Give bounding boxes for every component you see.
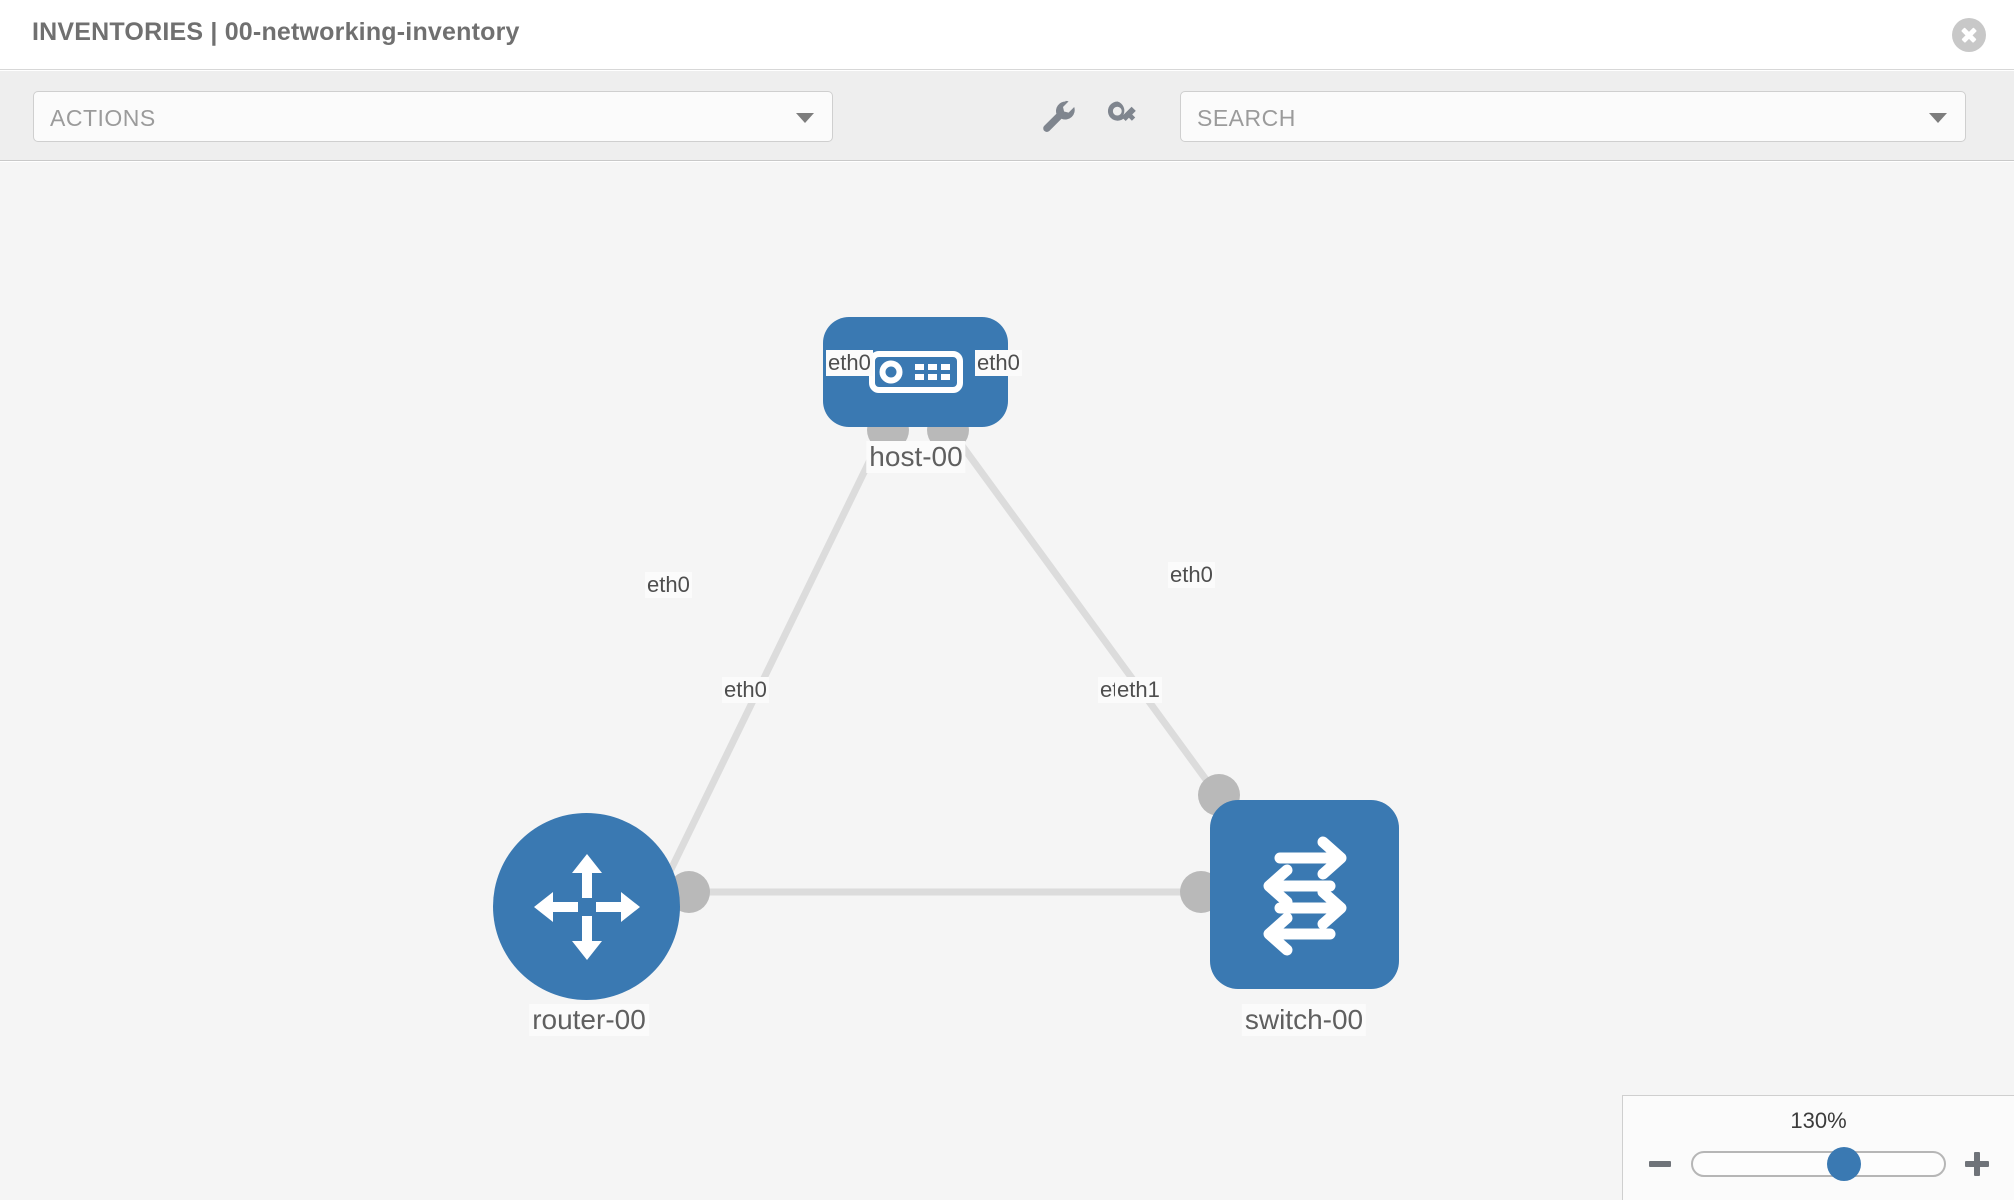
zoom-slider-thumb[interactable] — [1826, 1147, 1861, 1181]
zoom-panel: 130% — [1622, 1095, 2014, 1200]
topology-link[interactable] — [944, 422, 1240, 825]
chevron-down-icon[interactable] — [1929, 113, 1947, 123]
zoom-slider[interactable] — [1691, 1147, 1946, 1181]
key-icon[interactable] — [1100, 95, 1144, 139]
close-icon[interactable] — [1952, 18, 1986, 52]
topology-canvas[interactable]: host-00 router-00 — [0, 162, 2014, 1200]
wrench-icon[interactable] — [1035, 95, 1079, 139]
topology-interface-label: eth0 — [975, 350, 1022, 376]
topology-interface-label: eth0 — [722, 677, 769, 703]
actions-dropdown-label: ACTIONS — [50, 105, 156, 131]
topology-node-switch-00[interactable] — [1210, 800, 1399, 989]
zoom-out-icon[interactable] — [1643, 1147, 1677, 1181]
topology-node-label-switch-00[interactable]: switch-00 — [1241, 1004, 1367, 1036]
topology-interface-label: eth1 — [1115, 677, 1162, 703]
chevron-down-icon — [796, 113, 814, 123]
topology-node-label-router-00[interactable]: router-00 — [529, 1004, 649, 1036]
router-node-shape[interactable] — [493, 813, 680, 1000]
topology-interface-label: eth0 — [1168, 562, 1215, 588]
zoom-controls — [1643, 1144, 1994, 1184]
topology-interface-label: eth0 — [645, 572, 692, 598]
switch-node-shape[interactable] — [1210, 800, 1399, 989]
page-title: INVENTORIES | 00-networking-inventory — [32, 18, 520, 46]
topology-link[interactable] — [656, 423, 891, 894]
topology-node-router-00[interactable] — [493, 813, 680, 1000]
actions-dropdown[interactable]: ACTIONS — [33, 91, 833, 142]
zoom-in-icon[interactable] — [1960, 1147, 1994, 1181]
topology-links — [656, 422, 1240, 896]
search-placeholder: SEARCH — [1197, 105, 1296, 131]
toolbar: ACTIONS SEARCH — [0, 71, 2014, 161]
page-header: INVENTORIES | 00-networking-inventory — [0, 0, 2014, 70]
topology-interface-label: eth0 — [826, 350, 873, 376]
switch-arrows-icon — [1263, 836, 1346, 955]
search-input[interactable]: SEARCH — [1180, 91, 1966, 142]
topology-node-label-host-00[interactable]: host-00 — [866, 441, 966, 473]
router-arrows-icon — [533, 853, 640, 960]
zoom-level-value: 130% — [1790, 1108, 1847, 1133]
server-icon — [868, 351, 963, 393]
